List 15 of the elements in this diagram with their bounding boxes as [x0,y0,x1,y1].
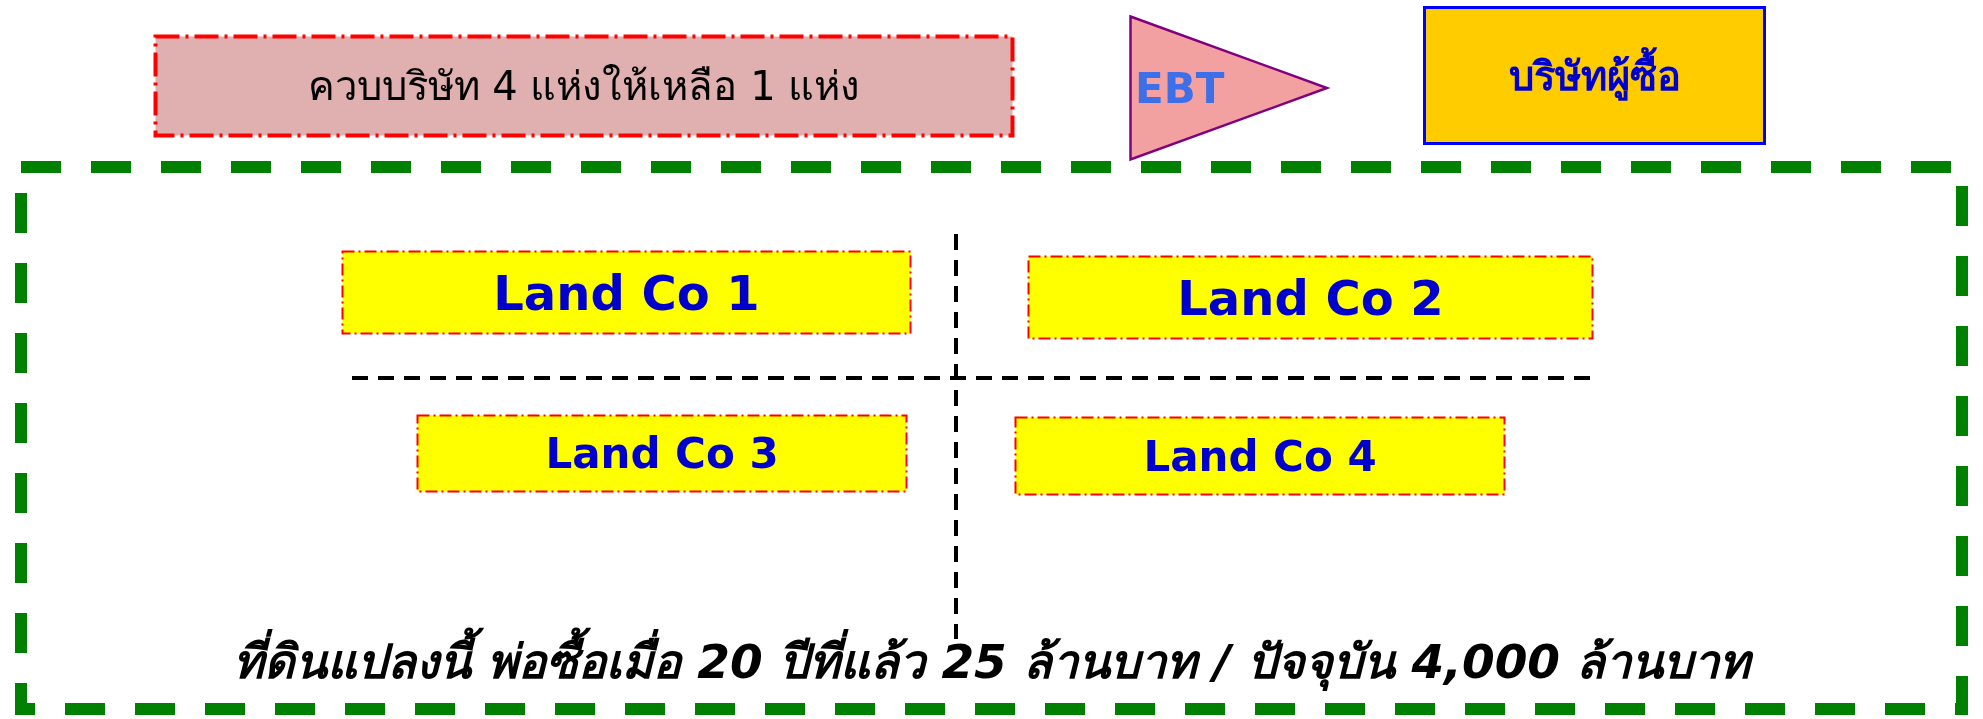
label-text: ควบบริษัท 4 แห่งให้เหลือ 1 แห่ง [307,62,861,111]
label-text: EBT [1135,63,1225,113]
buyer-company-box [1423,6,1766,145]
merge-note-box [154,35,1014,137]
dashed-region [15,161,1968,715]
label-text: Land Co 3 [545,429,779,478]
company-box [341,250,912,335]
company-box [416,414,908,493]
company-box [1027,255,1594,340]
company-box [1014,416,1506,496]
triangle-arrow-shape [1129,15,1329,161]
label-text: Land Co 2 [1177,269,1444,326]
note-text: ที่ดินแปลงนี้ พ่อซื้อเมื่อ 20 ปีที่แล้ว 25 ล้านบาท / ปัจจุบัน 4,000 ล้านบาท [15,624,1968,699]
label-text: Land Co 1 [493,264,760,321]
label-text: Land Co 4 [1143,431,1377,481]
